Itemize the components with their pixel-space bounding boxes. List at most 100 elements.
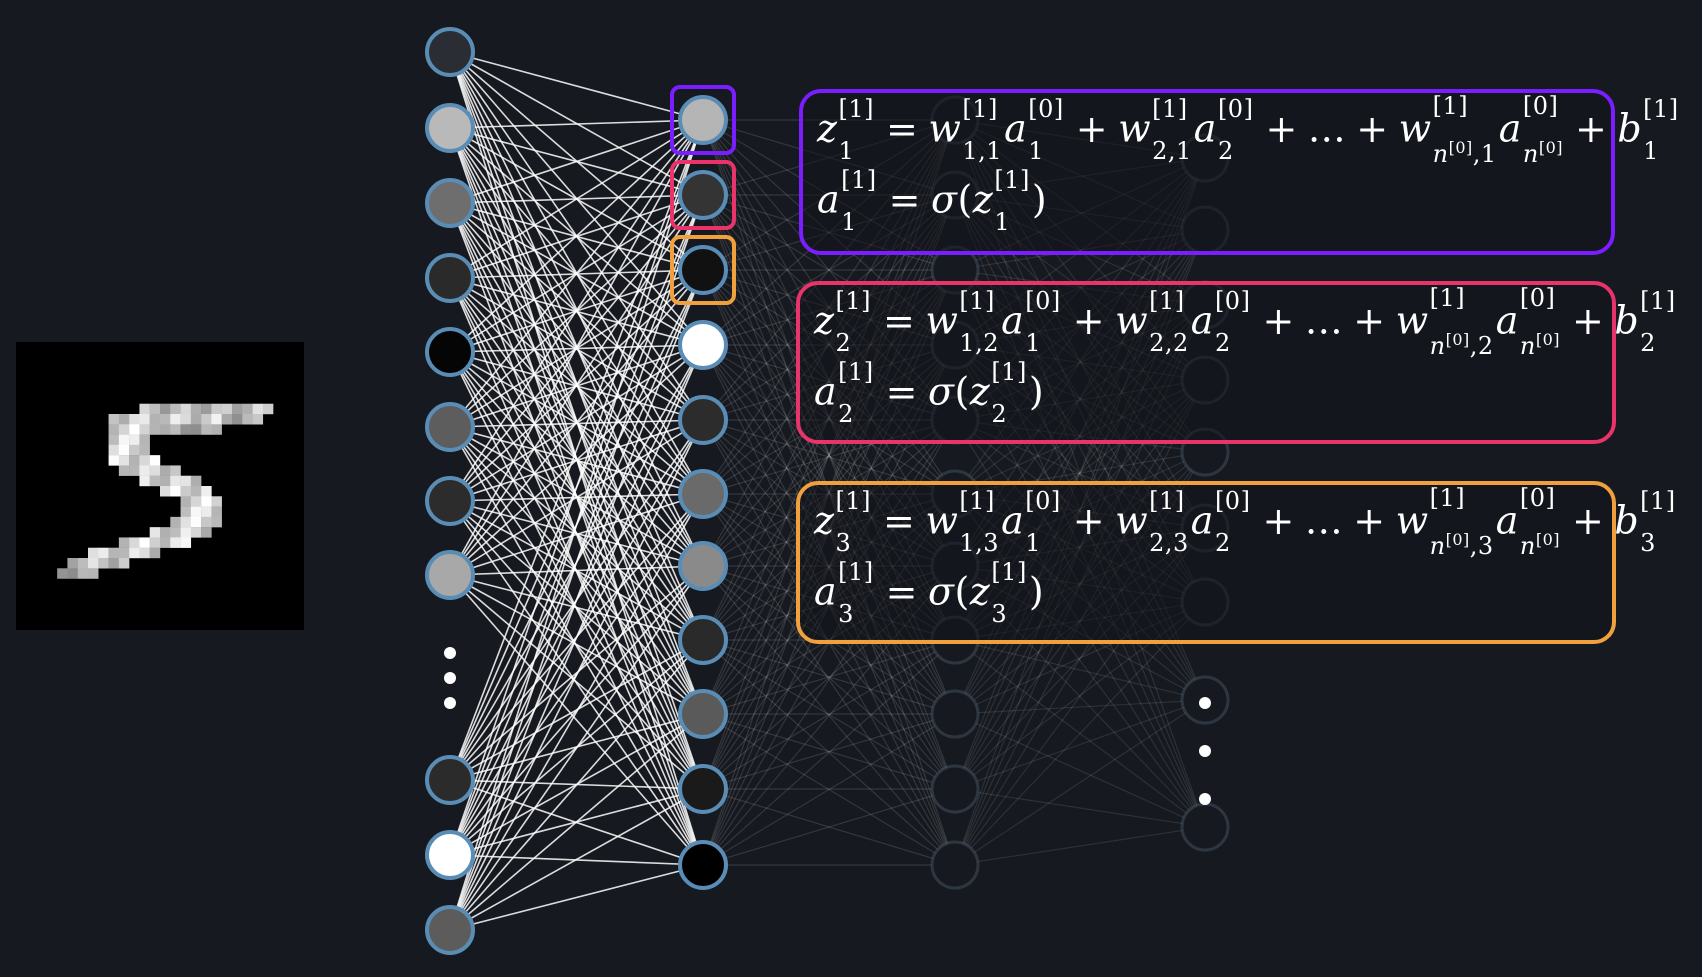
digit-pixel xyxy=(201,516,212,528)
activation-equation: a[1]2=σ(z[1]2) xyxy=(814,358,1045,428)
digit-pixel xyxy=(139,465,150,476)
digit-pixel xyxy=(67,558,78,569)
digit-pixel xyxy=(201,486,212,497)
ellipsis-dot xyxy=(444,672,456,684)
digit-pixel xyxy=(190,486,202,497)
digit-pixel xyxy=(139,403,150,415)
hidden-neuron xyxy=(678,245,728,295)
digit-pixel xyxy=(170,486,181,497)
digit-pixel xyxy=(180,403,192,415)
digit-pixel xyxy=(170,465,181,476)
digit-pixel xyxy=(180,486,192,497)
digit-pixel xyxy=(88,568,99,579)
digit-pixel xyxy=(160,486,171,497)
digit-pixel xyxy=(252,403,264,415)
highlight-neuron-2 xyxy=(670,160,736,230)
digit-pixel xyxy=(190,527,202,538)
hidden-neuron xyxy=(678,395,728,445)
digit-pixel xyxy=(149,455,161,466)
digit-pixel xyxy=(201,506,212,518)
digit-pixel xyxy=(160,537,171,548)
digit-pixel xyxy=(108,455,120,466)
hidden-neuron xyxy=(678,541,728,591)
digit-pixel xyxy=(108,547,120,559)
digit-pixel xyxy=(149,424,161,435)
digit-pixel xyxy=(129,444,140,456)
input-neuron xyxy=(425,755,475,805)
digit-pixel xyxy=(129,414,140,425)
digit-pixel xyxy=(118,444,130,456)
digit-pixel xyxy=(139,444,150,456)
digit-pixel xyxy=(118,455,130,466)
digit-pixel xyxy=(180,496,192,507)
input-ellipsis xyxy=(444,647,456,709)
digit-pixel xyxy=(118,465,130,476)
digit-pixel xyxy=(77,568,89,579)
activation-equation: a[1]1=σ(z[1]1) xyxy=(817,166,1048,236)
input-neuron xyxy=(425,830,475,880)
digit-pixel xyxy=(129,424,140,435)
hidden-neuron xyxy=(678,170,728,220)
digit-pixel xyxy=(129,455,140,466)
digit-pixel xyxy=(170,414,181,425)
input-hidden-connections xyxy=(449,51,704,931)
digit-pixel xyxy=(149,475,161,487)
digit-pixel xyxy=(139,537,150,548)
mnist-digit-five: 5 xyxy=(57,403,274,579)
input-neuron xyxy=(425,27,475,77)
digit-pixel xyxy=(242,403,253,415)
digit-pixel xyxy=(160,527,171,538)
digit-pixel xyxy=(201,424,212,435)
input-neuron xyxy=(425,327,475,377)
digit-pixel xyxy=(129,434,140,446)
digit-pixel xyxy=(118,547,130,559)
digit-pixel xyxy=(160,475,171,487)
digit-pixel xyxy=(232,403,243,415)
digit-pixel xyxy=(242,414,253,425)
digit-pixel xyxy=(108,424,120,435)
digit-pixel xyxy=(180,527,192,538)
hidden-neuron xyxy=(678,689,728,739)
digit-pixel xyxy=(190,403,202,415)
highlight-neuron-3 xyxy=(670,235,736,305)
digit-pixel xyxy=(149,414,161,425)
digit-pixel xyxy=(190,475,202,487)
activation-equation: a[1]3=σ(z[1]3) xyxy=(814,558,1045,628)
input-neuron xyxy=(425,476,475,526)
digit-pixel xyxy=(201,496,212,507)
digit-pixel xyxy=(129,465,140,476)
input-neuron xyxy=(425,402,475,452)
digit-pixel xyxy=(160,424,171,435)
digit-pixel xyxy=(170,475,181,487)
digit-pixel xyxy=(190,506,202,518)
digit-pixel xyxy=(170,403,181,415)
digit-pixel xyxy=(139,547,150,559)
digit-pixel xyxy=(180,537,192,548)
digit-pixel xyxy=(118,537,130,548)
digit-pixel xyxy=(160,465,171,476)
digit-pixel xyxy=(108,434,120,446)
digit-pixel xyxy=(77,558,89,569)
digit-pixel xyxy=(201,403,212,415)
digit-pixel xyxy=(108,558,120,569)
digit-pixel xyxy=(180,506,192,518)
digit-pixel xyxy=(118,424,130,435)
digit-pixel xyxy=(180,414,192,425)
digit-pixel xyxy=(201,414,212,425)
neuron xyxy=(1180,802,1230,852)
input-neuron xyxy=(425,253,475,303)
hidden-layer-1 xyxy=(678,95,728,890)
digit-pixel xyxy=(262,403,274,415)
digit-pixel xyxy=(252,414,264,425)
digit-pixel xyxy=(232,414,243,425)
hidden-neuron xyxy=(678,764,728,814)
neuron xyxy=(930,840,980,890)
digit-pixel xyxy=(180,475,192,487)
digit-pixel xyxy=(108,414,120,425)
neuron xyxy=(930,689,980,739)
digit-pixel xyxy=(118,414,130,425)
digit-pixel xyxy=(108,444,120,456)
digit-pixel xyxy=(118,434,130,446)
